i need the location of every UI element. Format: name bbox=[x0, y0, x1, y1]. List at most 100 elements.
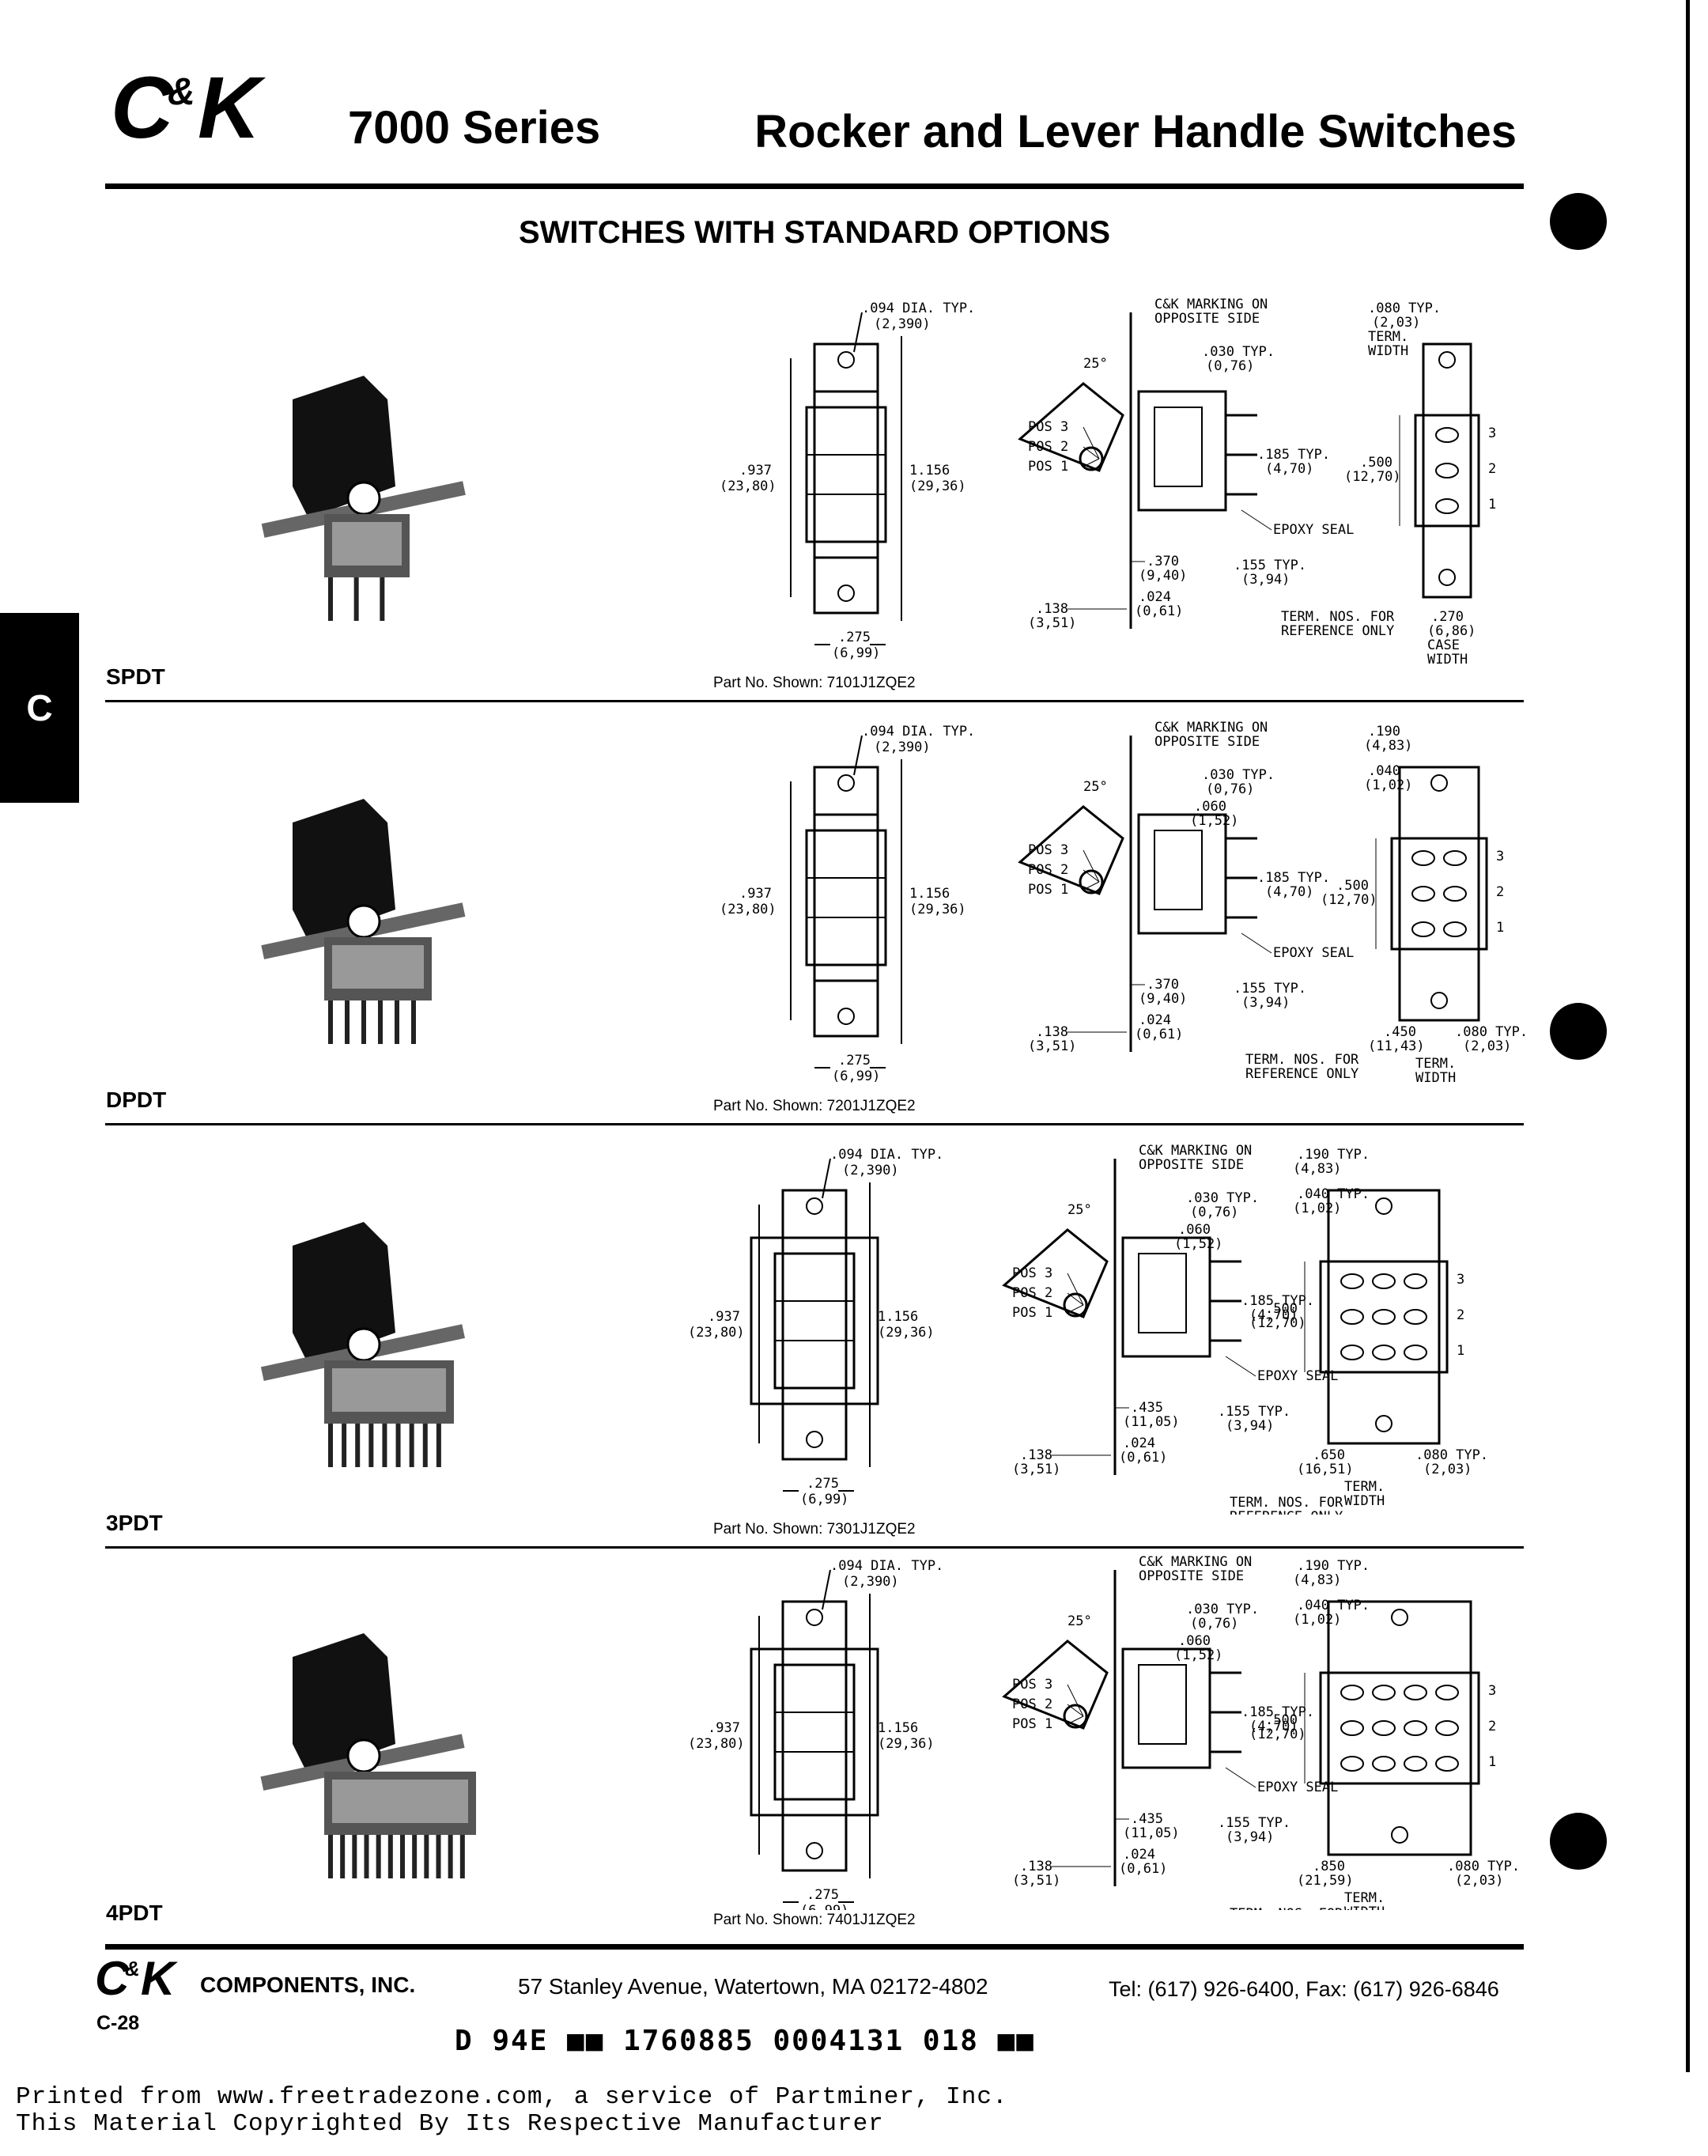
page-title: Rocker and Lever Handle Switches bbox=[754, 106, 1517, 157]
dimension-label: TERM. NOS. FOR bbox=[1230, 1495, 1343, 1511]
switch-body-highlight bbox=[332, 522, 402, 565]
dimension-label: .024 bbox=[1123, 1435, 1155, 1451]
dimension-label: (3,51) bbox=[1028, 615, 1076, 631]
dimension-label: EPOXY SEAL bbox=[1273, 945, 1354, 961]
switch-body-highlight bbox=[332, 1368, 446, 1412]
terminal-lug bbox=[1340, 1756, 1364, 1772]
punch-hole bbox=[1550, 1003, 1607, 1060]
dimension-label: .094 DIA. TYP. bbox=[830, 1558, 943, 1574]
terminal-number: 3 bbox=[1457, 1272, 1464, 1288]
mount-hole bbox=[837, 584, 855, 602]
switch-type-label: SPDT bbox=[106, 664, 165, 689]
dimension-label: .500 bbox=[1360, 455, 1392, 471]
dimension-label: (2,03) bbox=[1372, 315, 1420, 331]
dimension-label: .060 bbox=[1178, 1633, 1211, 1649]
terminal-pin bbox=[436, 1835, 441, 1878]
footer-ck-logo: C & K bbox=[95, 1957, 178, 1999]
rocker-outline bbox=[1018, 805, 1124, 895]
dimension-line bbox=[822, 1158, 831, 1199]
side-inner bbox=[1138, 1253, 1187, 1333]
svg-text:K: K bbox=[198, 68, 266, 147]
ck-logo: C & K bbox=[111, 68, 266, 147]
switch-photo bbox=[260, 1222, 465, 1467]
dimension-label: .370 bbox=[1147, 554, 1179, 569]
front-bracket bbox=[813, 342, 879, 615]
dimension-label: POS 2 bbox=[1012, 1285, 1052, 1301]
dimension-label: (0,76) bbox=[1190, 1616, 1238, 1632]
dimension-label: (1,52) bbox=[1190, 813, 1238, 829]
dimension-label: (0,61) bbox=[1119, 1861, 1167, 1877]
dimension-line bbox=[1241, 932, 1272, 954]
front-case bbox=[805, 406, 887, 543]
section-heading: SWITCHES WITH STANDARD OPTIONS bbox=[518, 215, 1111, 250]
terminal-lug bbox=[1404, 1309, 1427, 1325]
terminal-lug bbox=[1443, 886, 1467, 902]
terminal-number: 1 bbox=[1488, 1754, 1496, 1770]
terminal-lug bbox=[1372, 1309, 1396, 1325]
dimension-label: POS 3 bbox=[1012, 1265, 1052, 1281]
dimension-line bbox=[822, 1569, 831, 1610]
section-divider bbox=[105, 700, 1524, 702]
terminal-lug bbox=[1435, 1720, 1459, 1736]
terminal-block bbox=[1319, 1260, 1449, 1374]
switch-body-highlight bbox=[332, 945, 424, 989]
print-notice-line1: Printed from www.freetradezone.com, a se… bbox=[16, 2083, 1008, 2111]
terminal-lug bbox=[1340, 1309, 1364, 1325]
terminal-pin bbox=[355, 1424, 361, 1467]
terminal-lug bbox=[1340, 1685, 1364, 1700]
terminal-pin bbox=[412, 1835, 418, 1878]
dimension-label: TERM. bbox=[1415, 1056, 1456, 1072]
dimension-label: OPPOSITE SIDE bbox=[1139, 1568, 1244, 1584]
dimension-label: (2,03) bbox=[1463, 1038, 1511, 1054]
dimension-label: TERM. bbox=[1344, 1890, 1385, 1906]
dimension-label: (1,52) bbox=[1174, 1647, 1222, 1663]
dimension-label: .040 TYP. bbox=[1297, 1186, 1370, 1202]
dimension-label: (29,36) bbox=[878, 1325, 935, 1341]
dimension-line bbox=[1067, 1684, 1084, 1717]
dimension-label: (3,94) bbox=[1241, 572, 1290, 588]
dimension-label: .275 bbox=[838, 630, 871, 645]
dimension-label: .080 TYP. bbox=[1455, 1024, 1528, 1040]
dimension-label: WIDTH bbox=[1427, 652, 1468, 668]
dimension-label: .185 TYP. bbox=[1257, 870, 1330, 886]
dimension-drawing: .937(23,80)1.156(29,36).094 DIA. TYP.(2,… bbox=[720, 720, 1528, 1086]
terminal-number: 3 bbox=[1496, 849, 1504, 864]
dimension-label: TERM. NOS. FOR bbox=[1230, 1906, 1343, 1910]
dimension-line bbox=[1083, 458, 1100, 467]
switch-body-highlight bbox=[332, 1780, 468, 1823]
dimension-line bbox=[1067, 1715, 1084, 1725]
front-body bbox=[813, 813, 879, 982]
terminal-lug bbox=[1435, 1756, 1459, 1772]
dimension-label: .138 bbox=[1036, 601, 1068, 617]
terminal-pin bbox=[395, 1000, 399, 1044]
dimension-label: .030 TYP. bbox=[1202, 344, 1275, 360]
dimension-label: (3,51) bbox=[1012, 1873, 1060, 1889]
mount-hole bbox=[837, 351, 855, 369]
dimension-label: .937 bbox=[739, 463, 772, 478]
terminal-pin bbox=[411, 1000, 416, 1044]
terminal-pin bbox=[328, 1424, 333, 1467]
dimension-label: .937 bbox=[708, 1309, 740, 1325]
dimension-label: .094 DIA. TYP. bbox=[862, 724, 975, 739]
angle-label: 25° bbox=[1068, 1613, 1092, 1629]
dimension-label: .850 bbox=[1313, 1859, 1345, 1874]
terminal-pin bbox=[400, 1835, 405, 1878]
pivot-hole bbox=[346, 1327, 381, 1362]
terminal-number: 3 bbox=[1488, 1683, 1496, 1699]
dimension-label: (2,03) bbox=[1455, 1873, 1503, 1889]
dimension-label: (0,76) bbox=[1206, 358, 1254, 374]
terminal-mount-hole bbox=[1375, 1197, 1392, 1215]
dimension-label: (23,80) bbox=[720, 902, 777, 917]
terminal-pin bbox=[448, 1835, 453, 1878]
dimension-line bbox=[1225, 1356, 1256, 1377]
dimension-label: .155 TYP. bbox=[1234, 981, 1306, 997]
dimension-label: (23,80) bbox=[688, 1736, 745, 1752]
dimension-label: .080 TYP. bbox=[1368, 301, 1441, 316]
dimension-line bbox=[1083, 426, 1100, 460]
dimension-label: TERM. bbox=[1368, 329, 1408, 345]
dimension-label: POS 3 bbox=[1028, 842, 1068, 858]
dimension-label: (6,86) bbox=[1427, 623, 1476, 639]
angle-label: 25° bbox=[1083, 356, 1108, 372]
dimension-label: (23,80) bbox=[720, 478, 777, 494]
dimension-label: .190 bbox=[1368, 724, 1400, 739]
